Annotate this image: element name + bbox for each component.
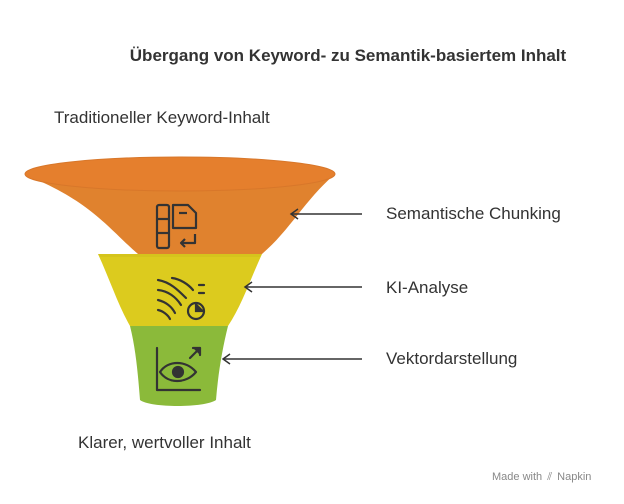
- napkin-watermark[interactable]: Made with ⫽ Napkin: [492, 471, 591, 484]
- arrow-stage-1: [289, 208, 362, 220]
- napkin-logo-icon: ⫽: [547, 471, 553, 483]
- stage-label-semantic-chunking: Semantische Chunking: [386, 204, 561, 223]
- funnel-output-label: Klarer, wertvoller Inhalt: [78, 433, 251, 452]
- funnel-stage-1: [25, 175, 334, 254]
- arrow-stage-3: [221, 353, 362, 365]
- watermark-made-with: Made with: [492, 471, 543, 483]
- watermark-brand: Napkin: [557, 471, 592, 483]
- eye-chart-icon: [155, 346, 202, 392]
- stage-label-ki-analyse: KI-Analyse: [386, 278, 469, 297]
- wind-chart-icon: [156, 276, 206, 321]
- funnel-stage-2: [98, 254, 262, 326]
- stage-label-vektordarstellung: Vektordarstellung: [386, 349, 518, 368]
- arrow-stage-2: [243, 281, 362, 293]
- diagram-title: Übergang von Keyword- zu Semantik-basier…: [129, 46, 567, 65]
- funnel-input-label: Traditioneller Keyword-Inhalt: [54, 108, 270, 127]
- document-chunks-icon: [155, 203, 198, 250]
- funnel-rim: [24, 156, 336, 192]
